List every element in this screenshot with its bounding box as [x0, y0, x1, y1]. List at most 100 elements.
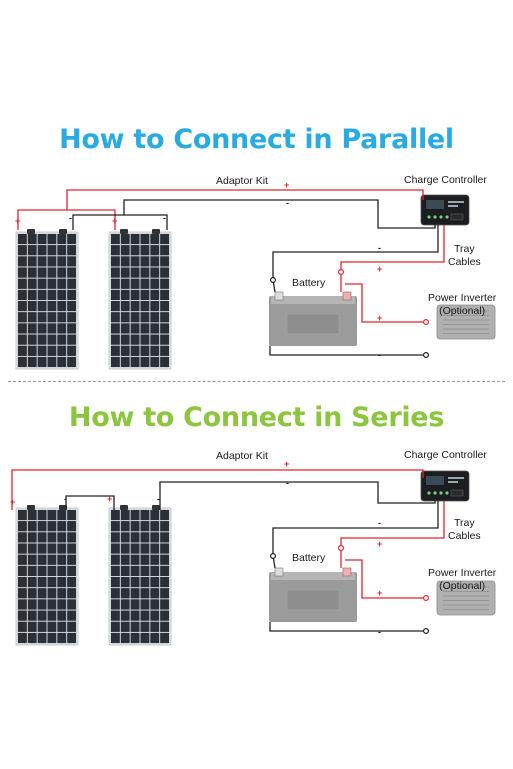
parallel-charge-controller	[420, 194, 470, 226]
parallel-battery-negative-ring	[270, 277, 277, 284]
solar-cell	[130, 554, 140, 565]
solar-cell	[37, 245, 47, 256]
series-sign-panel1-plus: +	[10, 497, 16, 507]
solar-cell	[110, 532, 120, 543]
solar-cell	[130, 565, 140, 577]
parallel-tray-cables-label: Tray Cables	[448, 243, 481, 268]
series-tray-negative-wire	[272, 501, 439, 569]
solar-cell	[17, 599, 27, 610]
solar-cell	[27, 543, 37, 554]
parallel-inverter-negative-wire	[269, 346, 426, 356]
solar-cell	[47, 565, 57, 577]
solar-cell	[17, 256, 27, 267]
parallel-battery-label: Battery	[292, 277, 326, 289]
solar-cell	[37, 621, 47, 632]
solar-cell	[130, 543, 140, 554]
solar-cell	[110, 233, 120, 245]
solar-cell	[47, 509, 57, 521]
solar-cell	[47, 345, 57, 356]
solar-cell	[150, 532, 160, 543]
battery-terminal-negative	[274, 291, 284, 301]
solar-cell	[17, 509, 27, 521]
solar-cell	[160, 278, 170, 289]
solar-cell	[67, 267, 77, 278]
solar-cell	[27, 289, 37, 301]
solar-cell	[57, 632, 67, 644]
solar-cell	[37, 588, 47, 599]
solar-cell	[140, 323, 150, 334]
solar-cell	[47, 610, 57, 621]
solar-cell	[17, 565, 27, 577]
solar-cell	[110, 267, 120, 278]
controller-led	[439, 215, 443, 219]
controller-strip	[448, 205, 458, 207]
solar-cell	[37, 312, 47, 323]
solar-cell	[37, 565, 47, 577]
solar-cell	[110, 300, 120, 312]
solar-cell	[150, 233, 160, 245]
solar-cell	[140, 554, 150, 565]
parallel-sign-tray-minus: -	[378, 243, 381, 253]
solar-cell	[37, 554, 47, 565]
solar-cell	[110, 289, 120, 301]
panel-connector	[152, 505, 160, 510]
series-battery-label: Battery	[292, 552, 326, 564]
battery-terminal-positive	[342, 567, 352, 577]
solar-cell	[47, 543, 57, 554]
solar-cell	[27, 334, 37, 345]
solar-cell	[140, 356, 150, 368]
solar-cell	[47, 356, 57, 368]
solar-cell	[67, 532, 77, 543]
controller-strip	[448, 201, 464, 203]
solar-cell	[110, 599, 120, 610]
solar-cell	[57, 300, 67, 312]
solar-cell	[140, 588, 150, 599]
solar-cell	[37, 233, 47, 245]
solar-cell	[140, 632, 150, 644]
solar-cell	[17, 278, 27, 289]
parallel-sign-panel1-plus: +	[15, 216, 21, 226]
solar-cell	[130, 267, 140, 278]
solar-cell	[17, 300, 27, 312]
parallel-sign-top-minus: -	[286, 198, 289, 208]
solar-cell	[67, 300, 77, 312]
solar-cell	[120, 532, 130, 543]
solar-cell	[140, 289, 150, 301]
solar-cell	[140, 521, 150, 532]
solar-cell	[110, 621, 120, 632]
solar-cell	[110, 509, 120, 521]
solar-cell	[150, 267, 160, 278]
solar-cell	[120, 312, 130, 323]
solar-cell	[37, 334, 47, 345]
parallel-sign-top-plus: +	[284, 180, 290, 190]
solar-cell	[27, 576, 37, 588]
solar-cell	[47, 554, 57, 565]
solar-cell	[110, 543, 120, 554]
solar-cell	[67, 599, 77, 610]
solar-cell	[47, 233, 57, 245]
battery-lid	[271, 296, 355, 304]
solar-cell	[67, 278, 77, 289]
solar-cell	[57, 356, 67, 368]
solar-cell	[140, 621, 150, 632]
solar-cell	[57, 267, 67, 278]
controller-led	[427, 215, 431, 219]
solar-cell	[140, 245, 150, 256]
parallel-solar-panel-2	[108, 229, 172, 370]
solar-cell	[27, 621, 37, 632]
solar-cell	[140, 312, 150, 323]
solar-cell	[67, 323, 77, 334]
solar-cell	[17, 245, 27, 256]
solar-cell	[130, 576, 140, 588]
solar-cell	[110, 334, 120, 345]
solar-cell	[37, 323, 47, 334]
solar-cell	[150, 632, 160, 644]
parallel-charge-controller-label: Charge Controller	[404, 174, 487, 186]
solar-cell	[67, 356, 77, 368]
solar-cell	[120, 289, 130, 301]
parallel-battery	[269, 291, 357, 346]
solar-cell	[160, 565, 170, 577]
solar-cell	[27, 632, 37, 644]
solar-cell	[27, 554, 37, 565]
